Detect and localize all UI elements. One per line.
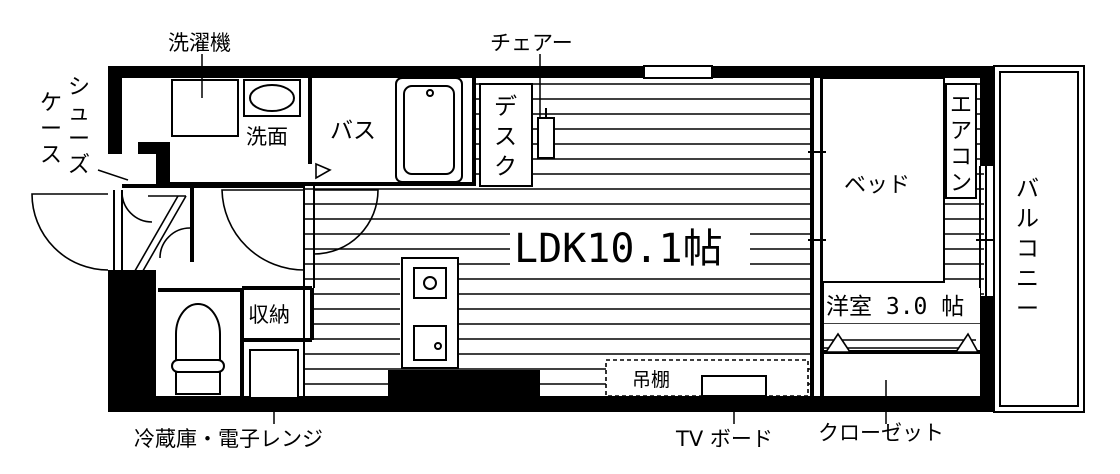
tv-board bbox=[701, 375, 767, 397]
svg-text:ア: ア bbox=[950, 119, 972, 144]
aircon-label: エ ア コ ン bbox=[950, 93, 972, 196]
closet bbox=[824, 332, 980, 353]
svg-text:シ: シ bbox=[68, 75, 90, 100]
toilet bbox=[171, 303, 225, 395]
fridge bbox=[249, 349, 299, 399]
desk bbox=[479, 83, 533, 187]
washing-machine bbox=[171, 79, 239, 137]
balcony-label: バ ル コ ニ ー bbox=[1016, 176, 1039, 322]
aircon bbox=[945, 83, 977, 199]
svg-text:ケ: ケ bbox=[40, 91, 62, 116]
svg-text:ル: ル bbox=[1016, 206, 1039, 232]
chair bbox=[537, 108, 555, 159]
svg-text:ー: ー bbox=[40, 117, 62, 142]
svg-text:ン: ン bbox=[950, 171, 972, 196]
bed-label: ベッド bbox=[844, 173, 910, 198]
ldk-label: LDK10.1帖 bbox=[514, 226, 723, 272]
balcony bbox=[993, 65, 1085, 413]
svg-text:エ: エ bbox=[950, 93, 972, 118]
bathtub bbox=[395, 77, 463, 183]
wash-basin bbox=[243, 79, 301, 117]
tv-board-callout: TV ボード bbox=[675, 427, 773, 451]
washroom-label: 洗面 bbox=[246, 125, 288, 149]
fridge-microwave-callout: 冷蔵庫・電子レンジ bbox=[134, 427, 323, 451]
svg-text:ク: ク bbox=[494, 154, 517, 180]
svg-text:ュ: ュ bbox=[68, 101, 90, 126]
bed bbox=[821, 77, 945, 283]
desk-label: デ ス ク bbox=[494, 94, 517, 180]
svg-text:ス: ス bbox=[40, 143, 62, 168]
doors bbox=[31, 162, 379, 277]
hanging-shelf-label: 吊棚 bbox=[632, 369, 670, 391]
svg-text:バ: バ bbox=[1016, 176, 1039, 202]
svg-text:ス: ス bbox=[494, 124, 517, 150]
svg-text:ー: ー bbox=[68, 127, 90, 152]
svg-text:ー: ー bbox=[1016, 296, 1039, 322]
svg-text:ズ: ズ bbox=[68, 153, 90, 178]
svg-text:コ: コ bbox=[1016, 236, 1039, 262]
svg-text:ニ: ニ bbox=[1016, 266, 1039, 292]
bath-label: バス bbox=[330, 118, 376, 144]
closet-callout: クローゼット bbox=[818, 421, 944, 445]
western-room-label: 洋室 3.0 帖 bbox=[826, 294, 964, 320]
chair-callout: チェアー bbox=[490, 31, 573, 55]
svg-text:コ: コ bbox=[950, 145, 972, 170]
storage-label: 収納 bbox=[248, 303, 290, 327]
shoes-case-label: シ ュ ー ズ ケ ー ス bbox=[40, 75, 90, 178]
walls bbox=[108, 65, 994, 412]
washing-machine-callout: 洗濯機 bbox=[168, 31, 231, 55]
svg-text:デ: デ bbox=[494, 94, 517, 120]
kitchen-sink-stove bbox=[401, 257, 459, 369]
